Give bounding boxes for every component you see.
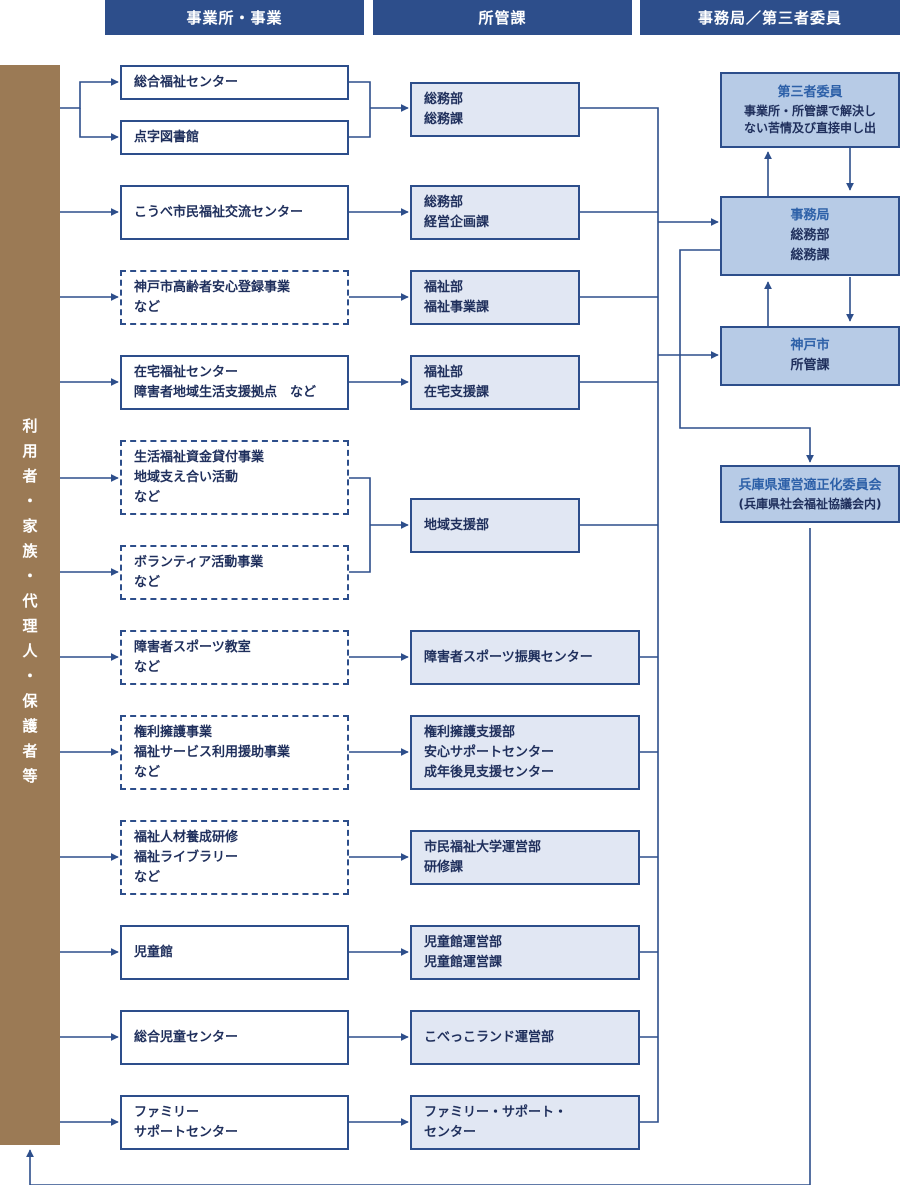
committee-desc: (兵庫県社会福祉協議会内) xyxy=(738,496,882,511)
secretariat-box: 事務局 総務部 総務課 xyxy=(720,196,900,276)
department-box: 権利擁護支援部 安心サポートセンター 成年後見支援センター xyxy=(410,715,640,790)
facility-box: 神戸市高齢者安心登録事業 など xyxy=(120,270,349,325)
department-box: 総務部 総務課 xyxy=(410,82,580,137)
secretariat-title: 事務局 xyxy=(790,208,830,223)
facility-box: 児童館 xyxy=(120,925,349,980)
prefectural-committee-box: 兵庫県運営適正化委員会 (兵庫県社会福祉協議会内) xyxy=(720,465,900,523)
department-box: こべっこランド運営部 xyxy=(410,1010,640,1065)
third-party-desc: 事業所・所管課で解決し ない苦情及び直接申し出 xyxy=(743,104,876,135)
department-box: 総務部 経営企画課 xyxy=(410,185,580,240)
side-label-users: 利用者・家族・代理人・保護者等 xyxy=(0,65,60,1145)
facility-box: 生活福祉資金貸付事業 地域支え合い活動 など xyxy=(120,440,349,515)
department-box: 地域支援部 xyxy=(410,498,580,553)
header-departments: 所管課 xyxy=(373,0,632,35)
secretariat-desc: 総務部 総務課 xyxy=(790,228,830,263)
kobe-city-box: 神戸市 所管課 xyxy=(720,326,900,386)
department-box: 福祉部 福祉事業課 xyxy=(410,270,580,325)
header-facilities: 事業所・事業 xyxy=(105,0,364,35)
kobe-city-title: 神戸市 xyxy=(790,338,830,353)
third-party-committee-box: 第三者委員 事業所・所管課で解決し ない苦情及び直接申し出 xyxy=(720,72,900,148)
facility-box: 権利擁護事業 福祉サービス利用援助事業 など xyxy=(120,715,349,790)
kobe-city-desc: 所管課 xyxy=(790,358,830,373)
department-box: 市民福祉大学運営部 研修課 xyxy=(410,830,640,885)
facility-box: ボランティア活動事業 など xyxy=(120,545,349,600)
facility-box: ファミリー サポートセンター xyxy=(120,1095,349,1150)
facility-box: 総合児童センター xyxy=(120,1010,349,1065)
department-box: 福祉部 在宅支援課 xyxy=(410,355,580,410)
third-party-title: 第三者委員 xyxy=(777,85,843,100)
facility-box: 障害者スポーツ教室 など xyxy=(120,630,349,685)
department-box: ファミリー・サポート・ センター xyxy=(410,1095,640,1150)
facility-box: こうべ市民福祉交流センター xyxy=(120,185,349,240)
facility-box: 総合福祉センター xyxy=(120,65,349,100)
committee-title: 兵庫県運営適正化委員会 xyxy=(738,477,882,493)
header-secretariat: 事務局／第三者委員 xyxy=(640,0,900,35)
facility-box: 福祉人材養成研修 福祉ライブラリー など xyxy=(120,820,349,895)
department-box: 児童館運営部 児童館運営課 xyxy=(410,925,640,980)
facility-box: 在宅福祉センター 障害者地域生活支援拠点 など xyxy=(120,355,349,410)
department-box: 障害者スポーツ振興センター xyxy=(410,630,640,685)
facility-box: 点字図書館 xyxy=(120,120,349,155)
